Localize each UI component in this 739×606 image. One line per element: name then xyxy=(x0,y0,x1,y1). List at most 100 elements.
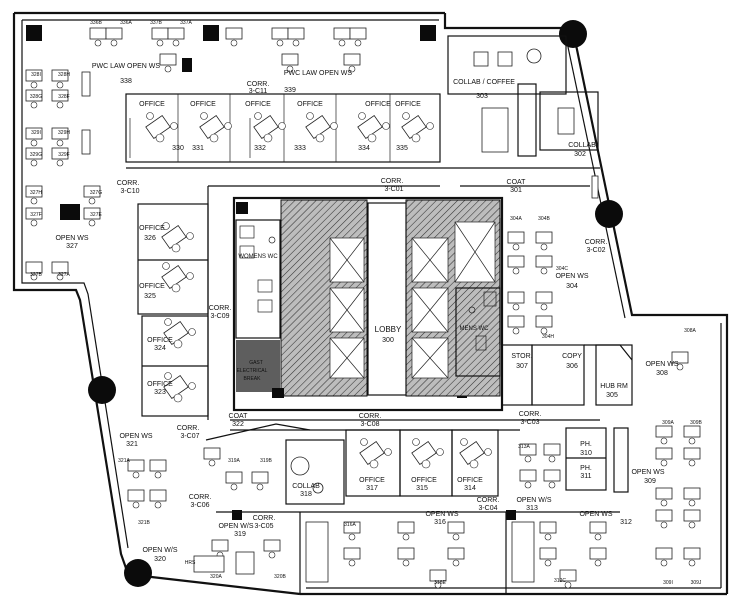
tag: 327F xyxy=(30,212,41,218)
tag: HRS xyxy=(185,560,196,566)
room-name: OFFICE xyxy=(359,477,385,484)
room-name: STOR. xyxy=(511,353,532,360)
room-number: 309 xyxy=(644,478,656,485)
room-number: 339 xyxy=(284,87,296,94)
room-name: CORR. xyxy=(189,494,212,501)
room-number: 318 xyxy=(300,491,312,498)
tag: 336B xyxy=(90,20,102,26)
tag: 327H xyxy=(30,190,42,196)
tag: 316E xyxy=(434,580,446,586)
tag: 313A xyxy=(518,444,530,450)
room-name: PH. xyxy=(580,441,592,448)
room-number: 308 xyxy=(656,370,668,377)
exterior-walls xyxy=(12,11,729,596)
tag: 309I xyxy=(663,580,673,586)
room-name: CORR. xyxy=(253,515,276,522)
room-number: 3-C10 xyxy=(120,188,139,195)
tag: 337A xyxy=(180,20,192,26)
room-name: OPEN WS xyxy=(425,511,458,518)
room-name: OFFICE xyxy=(411,477,437,484)
room-number: 319 xyxy=(234,531,246,538)
room-number: 322 xyxy=(232,421,244,428)
tag: 321A xyxy=(118,458,130,464)
room-name: OPEN WS xyxy=(631,469,664,476)
tag: GAST xyxy=(249,360,263,366)
room-number: 3-C06 xyxy=(190,502,209,509)
room-number: 317 xyxy=(366,485,378,492)
room-name: OFFICE xyxy=(147,337,173,344)
room-name: OFFICE xyxy=(139,225,165,232)
room-name: OFFICE xyxy=(139,283,165,290)
room-name: OFFICE xyxy=(365,101,391,108)
room-name: OPEN WS xyxy=(555,273,588,280)
tag: 320A xyxy=(210,574,222,580)
room-name: PH. xyxy=(580,465,592,472)
room-number: 3-C02 xyxy=(586,247,605,254)
tag: 328H xyxy=(58,72,70,78)
tag: 329H xyxy=(58,130,70,136)
room-name: HUB RM xyxy=(600,383,628,390)
room-number: 324 xyxy=(154,345,166,352)
workstation-tags: 328I 328H 328G 328F 329I 329H 329G 329F … xyxy=(30,20,703,586)
room-name: CORR. xyxy=(381,178,404,185)
tag: 327E xyxy=(90,212,102,218)
room-name: CORR. xyxy=(247,81,270,88)
room-name: OFFICE xyxy=(457,477,483,484)
room-number: 3-C03 xyxy=(520,419,539,426)
room-number: 332 xyxy=(254,145,266,152)
room-number: 330 xyxy=(172,145,184,152)
room-number: 303 xyxy=(476,93,488,100)
room-name: CORR. xyxy=(117,180,140,187)
room-number: 338 xyxy=(120,78,132,85)
tag: 329G xyxy=(30,152,42,158)
tag: ELECTRICAL xyxy=(237,368,268,374)
room-name: OPEN WS xyxy=(55,235,88,242)
room-name: CORR. xyxy=(359,413,382,420)
room-number: 331 xyxy=(192,145,204,152)
room-number: 323 xyxy=(154,389,166,396)
room-number: 300 xyxy=(382,337,394,344)
tag: 320B xyxy=(274,574,286,580)
room-number: 3-C05 xyxy=(254,523,273,530)
room-name: OPEN W/S xyxy=(142,547,177,554)
room-name: WOMENS WC xyxy=(238,254,278,260)
room-number: 334 xyxy=(358,145,370,152)
room-name: OPEN WS xyxy=(579,511,612,518)
tag: 328I xyxy=(31,72,41,78)
room-name: COLLAB / COFFEE xyxy=(453,79,515,86)
tag: 327G xyxy=(90,190,102,196)
room-name: CORR. xyxy=(519,411,542,418)
room-name: OFFICE xyxy=(190,101,216,108)
room-number: 312 xyxy=(620,519,632,526)
tag: 328G xyxy=(30,94,42,100)
room-name: OFFICE xyxy=(395,101,421,108)
room-number: 304 xyxy=(566,283,578,290)
room-number: 316 xyxy=(434,519,446,526)
tag: 329F xyxy=(58,152,69,158)
room-name: PWC LAW OPEN WS xyxy=(92,63,161,70)
building-core xyxy=(232,196,504,412)
room-name: COLLAB xyxy=(568,142,596,149)
room-number: 320 xyxy=(154,556,166,563)
tag: 312C xyxy=(554,578,566,584)
tag: 309B xyxy=(690,420,702,426)
room-labels: PWC LAW OPEN WS 338 PWC LAW OPEN WS 339 … xyxy=(55,63,678,563)
room-name: LOBBY xyxy=(375,325,402,334)
room-number: 3-C09 xyxy=(210,313,229,320)
room-number: 302 xyxy=(574,151,586,158)
room-name: CORR. xyxy=(209,305,232,312)
room-name: OPEN W/S xyxy=(218,523,253,530)
room-name: OPEN WS xyxy=(119,433,152,440)
room-number: 325 xyxy=(144,293,156,300)
room-name: OFFICE xyxy=(147,381,173,388)
room-number: 307 xyxy=(516,363,528,370)
tag: 328F xyxy=(58,94,69,100)
room-number: 3-C07 xyxy=(180,433,199,440)
room-name: OPEN W/S xyxy=(516,497,551,504)
room-name: CORR. xyxy=(585,239,608,246)
room-name: COAT xyxy=(229,413,249,420)
furniture xyxy=(25,27,701,589)
tag: 308A xyxy=(684,328,696,334)
room-number: 314 xyxy=(464,485,476,492)
room-name: COAT xyxy=(507,179,527,186)
